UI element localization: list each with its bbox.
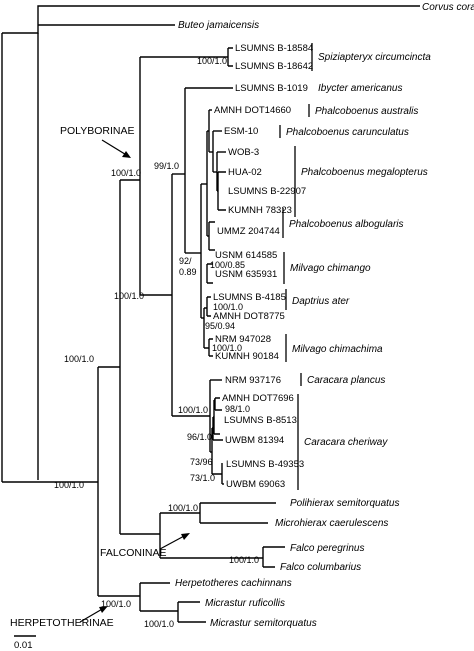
branch: [2, 5, 420, 34]
support-value: 100/1.0: [54, 480, 84, 490]
tip-label: LSUMNS B-18584: [235, 43, 313, 54]
tip-label: AMNH DOT14660: [214, 105, 291, 116]
support-value: 100/1.0: [111, 168, 141, 178]
scale-bar-label: 0.01: [14, 640, 33, 651]
branch: [200, 502, 276, 524]
tip-label: UWBM 81394: [225, 435, 284, 446]
support-value: 100/1.0: [229, 555, 259, 565]
tip-label: UWBM 69063: [226, 479, 285, 490]
tip-label: WOB-3: [228, 147, 259, 158]
species-label: Spiziapteryx circumcincta: [318, 52, 431, 63]
species-label: Phalcoboenus albogularis: [289, 219, 404, 230]
branch: [222, 483, 224, 485]
support-value: 100/1.0: [213, 302, 243, 312]
branch: [215, 397, 222, 411]
tip-label: NRM 947028: [215, 334, 271, 345]
branch: [207, 296, 211, 317]
tip-label: KUMNH 90184: [215, 351, 279, 362]
support-value: 95/0.94: [205, 321, 235, 331]
tip-label: AMNH DOT7696: [222, 393, 294, 404]
species-label: Phalcoboenus australis: [315, 106, 418, 117]
support-value: 92/: [179, 256, 192, 266]
branch: [209, 221, 215, 251]
arrow-icon: [79, 607, 105, 623]
tip-label: Falco columbarius: [280, 562, 361, 573]
support-values: 100/1.0 99/1.0 100/1.0 92/ 0.89 100/0.85…: [54, 56, 259, 629]
species-label: Caracara cheriway: [304, 437, 388, 448]
branch: [207, 263, 213, 284]
arrow-icon: [101, 139, 129, 157]
branch: [228, 47, 233, 67]
arrowhead-icon: [99, 606, 108, 613]
tip-label: Micrastur semitorquatus: [210, 618, 317, 629]
tip-label: Micrastur ruficollis: [205, 598, 285, 609]
species-bars: [279, 43, 313, 490]
support-value: 100/1.0: [178, 405, 208, 415]
tip-label: Falco peregrinus: [290, 543, 364, 554]
tip-label: LSUMNS B-1019: [235, 83, 308, 94]
clade-label-herpetotherinae: HERPETOTHERINAE: [10, 617, 114, 629]
tip-label: Polihierax semitorquatus: [290, 498, 400, 509]
species-label: Daptrius ater: [292, 296, 350, 307]
tip-label: NRM 937176: [225, 375, 281, 386]
branch: [218, 171, 226, 211]
species-label: Ibycter americanus: [318, 83, 402, 94]
support-value: 100/1.0: [144, 619, 174, 629]
tip-label: LSUMNS B-22907: [228, 186, 306, 197]
tip-labels: Corvus corax Buteo jamaicensis LSUMNS B-…: [175, 2, 474, 629]
tip-label: USNM 635931: [215, 269, 277, 280]
tip-label: USNM 614585: [215, 250, 277, 261]
tree-branches: [1, 5, 420, 623]
tip-label: Buteo jamaicensis: [178, 20, 259, 31]
branch: [263, 546, 285, 568]
branch: [209, 338, 213, 357]
support-value: 100/1.0: [64, 354, 94, 364]
support-value: 0.89: [179, 267, 197, 277]
species-label: Milvago chimachima: [292, 344, 383, 355]
arrow-icon: [159, 534, 187, 550]
support-value: 100/1.0: [101, 599, 131, 609]
species-label: Milvago chimango: [290, 263, 371, 274]
tip-label: Herpetotheres cachinnans: [175, 578, 292, 589]
scale-bar: 0.01: [14, 635, 36, 651]
support-value: 100/1.0: [197, 56, 227, 66]
species-label: Caracara plancus: [307, 375, 385, 386]
tip-label: UMMZ 204744: [217, 226, 280, 237]
support-value: 98/1.0: [225, 404, 250, 414]
support-value: 100/1.0: [168, 503, 198, 513]
tip-label: KUMNH 78323: [228, 205, 292, 216]
tip-label: Corvus corax: [422, 2, 474, 13]
support-value: 100/1.0: [114, 291, 144, 301]
tip-label: LSUMNS B-49353: [226, 459, 304, 470]
support-value: 100/1.0: [212, 343, 242, 353]
tip-label: ESM-10: [224, 126, 258, 137]
clade-label-polyborinae: POLYBORINAE: [60, 125, 135, 137]
support-value: 100/0.85: [210, 260, 245, 270]
support-value: 73/96: [190, 457, 213, 467]
tip-label: LSUMNS B-8513: [224, 415, 297, 426]
tip-label: AMNH DOT8775: [213, 311, 285, 322]
support-value: 73/1.0: [190, 473, 215, 483]
species-label: Phalcoboenus carunculatus: [286, 127, 409, 138]
branch: [178, 601, 206, 623]
tip-label: LSUMNS B-18642: [235, 61, 313, 72]
arrowhead-icon: [181, 533, 190, 540]
tip-label: LSUMNS B-4185: [213, 292, 286, 303]
support-value: 99/1.0: [154, 161, 179, 171]
support-value: 96/1.0: [187, 432, 212, 442]
species-label: Phalcoboenus megalopterus: [301, 167, 428, 178]
species-labels: Spiziapteryx circumcincta Ibycter americ…: [286, 52, 431, 448]
tip-label: HUA-02: [228, 167, 262, 178]
clade-labels: POLYBORINAE FALCONINAE HERPETOTHERINAE: [10, 125, 190, 629]
clade-label-falconinae: FALCONINAE: [100, 547, 167, 559]
tip-label: Microhierax caerulescens: [275, 518, 388, 529]
arrowhead-icon: [122, 151, 131, 158]
